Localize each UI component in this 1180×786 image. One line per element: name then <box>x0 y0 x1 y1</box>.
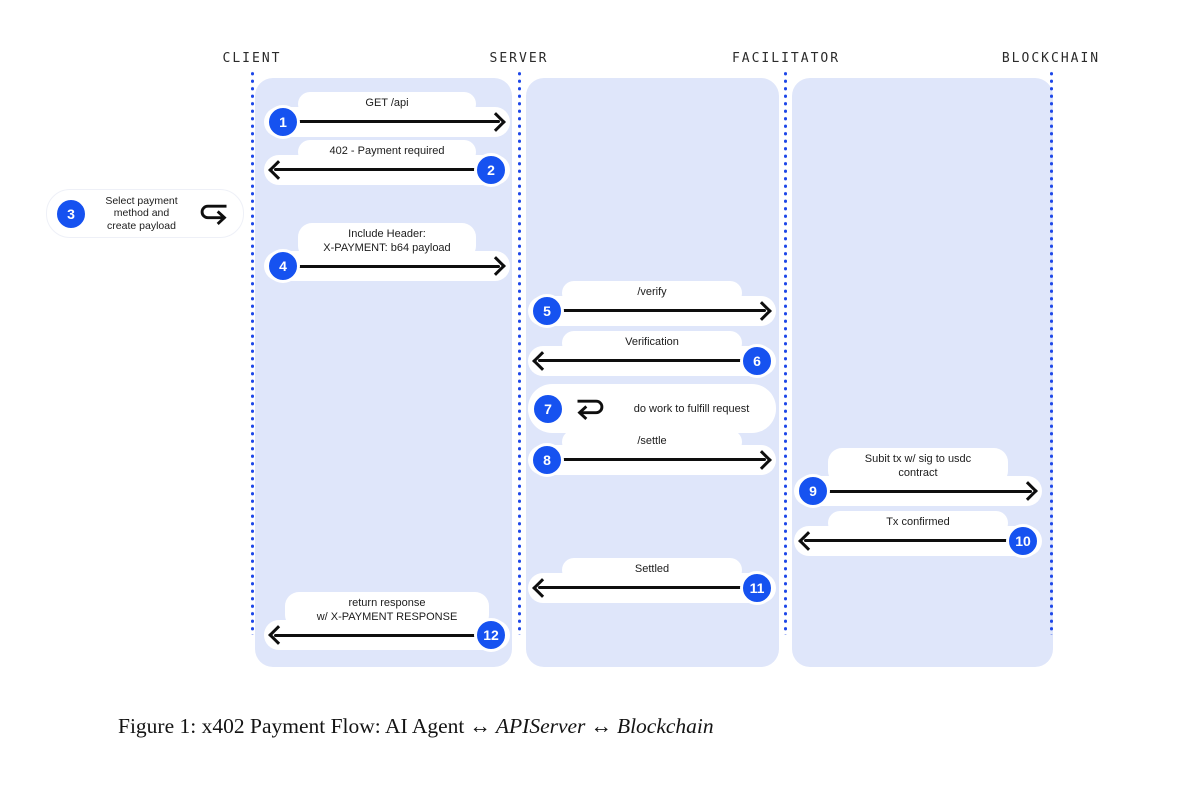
lifeline-blockchain <box>1050 70 1053 635</box>
step-badge-4: 4 <box>266 249 300 283</box>
message-submit-tx: Subit tx w/ sig to usdc contract 9 <box>794 448 1042 508</box>
self-loop-right-icon <box>200 204 227 225</box>
message-get-api: GET /api 1 <box>264 92 510 139</box>
self-loop-left-icon <box>577 399 604 420</box>
message-return-response: return response w/ X-PAYMENT RESPONSE 12 <box>264 592 510 652</box>
lifeline-client <box>251 70 254 635</box>
step-badge-5: 5 <box>530 293 564 328</box>
step-badge-8: 8 <box>530 442 564 477</box>
arrow-left-icon <box>274 633 490 637</box>
message-label: Include Header: X-PAYMENT: b64 payload <box>298 223 476 260</box>
message-tx-confirmed: Tx confirmed 10 <box>794 511 1042 558</box>
message-settled: Settled 11 <box>528 558 776 605</box>
caption-text: Figure 1: x402 Payment Flow: AI Agent <box>118 714 465 738</box>
actor-server: SERVER <box>489 51 549 66</box>
arrow-left-icon <box>538 586 756 589</box>
lane-facilitator-blockchain <box>792 78 1053 667</box>
step-badge-3: 3 <box>54 196 88 231</box>
figure-caption: Figure 1: x402 Payment Flow: AI Agent↔AP… <box>118 714 714 739</box>
message-label: Verification <box>562 331 742 355</box>
arrow-right-icon <box>284 264 500 268</box>
lifeline-facilitator <box>784 70 787 635</box>
step-badge-2: 2 <box>474 152 508 187</box>
step-badge-1: 1 <box>266 104 300 139</box>
message-label: Subit tx w/ sig to usdc contract <box>828 448 1008 485</box>
message-include-header: Include Header: X-PAYMENT: b64 payload 4 <box>264 223 510 283</box>
arrow-right-icon <box>284 120 500 123</box>
message-label: Settled <box>562 558 742 582</box>
actor-facilitator: FACILITATOR <box>731 51 841 66</box>
caption-term-apiserver: APIServer <box>495 714 586 738</box>
message-select-payment-method: 3 Select payment method and create paylo… <box>46 189 244 238</box>
caption-term-blockchain: Blockchain <box>616 714 714 738</box>
step-badge-10: 10 <box>1006 523 1040 558</box>
message-verify: /verify 5 <box>528 281 776 328</box>
message-label: do work to fulfill request <box>633 402 750 415</box>
leftrightarrow-symbol: ↔ <box>590 714 612 738</box>
message-label: /verify <box>562 281 742 305</box>
step-badge-7: 7 <box>531 391 565 426</box>
message-label: /settle <box>562 430 742 454</box>
step-badge-6: 6 <box>740 343 774 378</box>
arrow-right-icon <box>814 489 1032 493</box>
message-402-payment-required: 402 - Payment required 2 <box>264 140 510 187</box>
arrow-right-icon <box>548 309 766 312</box>
actor-blockchain: BLOCKCHAIN <box>1001 51 1101 66</box>
lifeline-server <box>518 70 521 635</box>
arrow-left-icon <box>804 539 1022 542</box>
step-badge-9: 9 <box>796 474 830 508</box>
message-label: 402 - Payment required <box>298 140 476 164</box>
message-label: Select payment method and create payload <box>105 194 178 232</box>
arrow-left-icon <box>538 359 756 362</box>
leftrightarrow-symbol: ↔ <box>469 714 491 738</box>
message-label: GET /api <box>298 92 476 116</box>
message-label: Tx confirmed <box>828 511 1008 535</box>
arrow-right-icon <box>548 458 766 461</box>
message-do-work: 7 do work to fulfill request <box>528 384 776 433</box>
step-badge-11: 11 <box>740 570 774 605</box>
actor-client: CLIENT <box>222 51 282 66</box>
message-settle: /settle 8 <box>528 430 776 477</box>
step-badge-12: 12 <box>474 618 508 652</box>
message-verification: Verification 6 <box>528 331 776 378</box>
message-label: return response w/ X-PAYMENT RESPONSE <box>285 592 489 629</box>
arrow-left-icon <box>274 168 490 171</box>
